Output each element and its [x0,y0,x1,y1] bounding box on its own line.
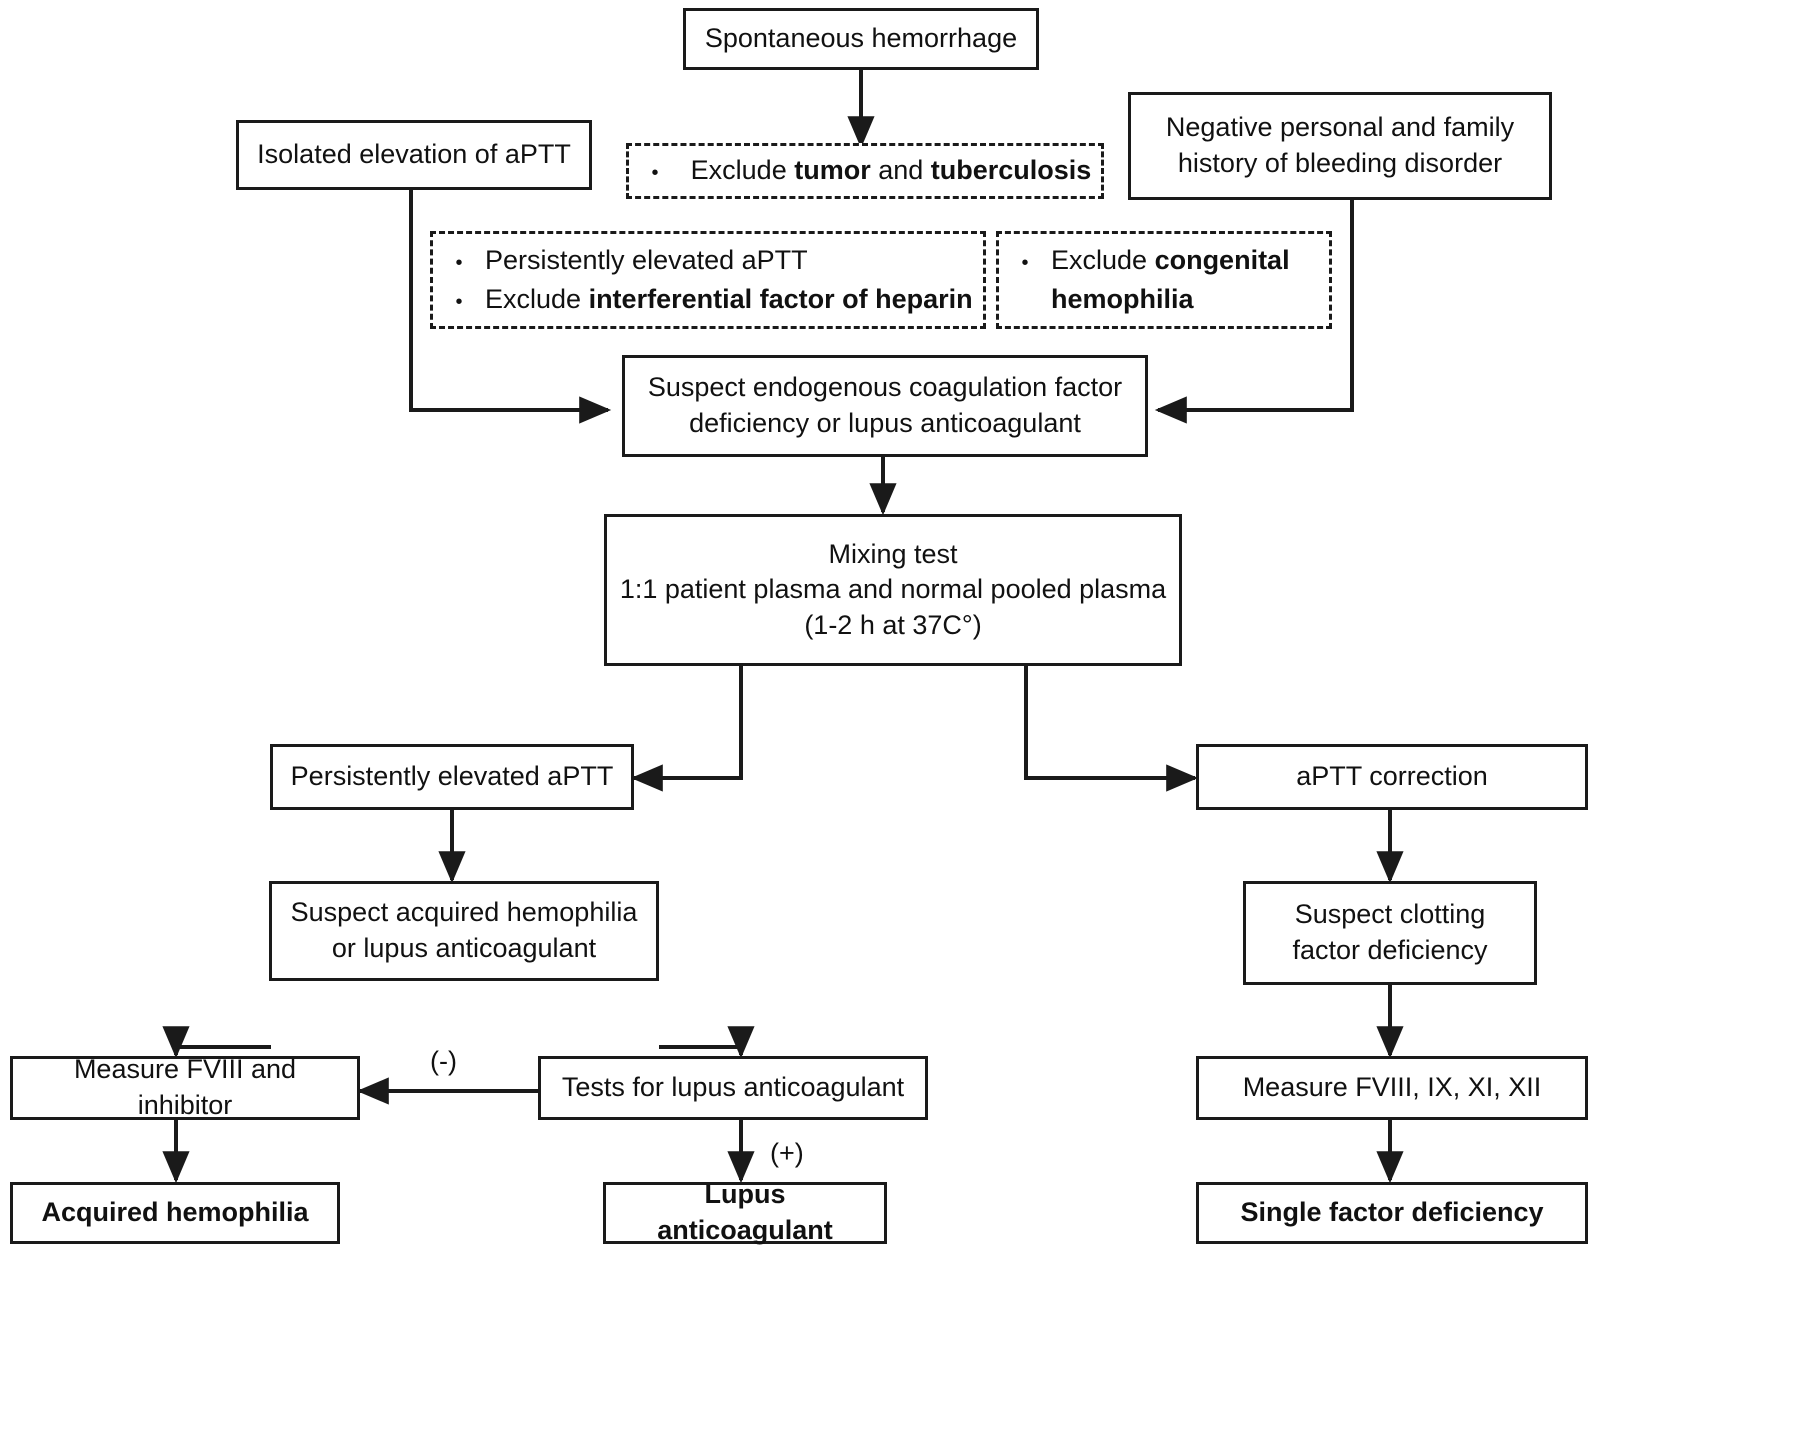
node-label: Spontaneous hemorrhage [704,23,1018,54]
node-label-line2: deficiency or lupus anticoagulant [689,408,1081,438]
note-text: Exclude tumor and tuberculosis [681,153,1101,188]
note-exclude-tumor-tuberculosis[interactable]: • Exclude tumor and tuberculosis [626,143,1104,199]
node-isolated-elevation-aptt[interactable]: Isolated elevation of aPTT [236,120,592,190]
bullet-spacer [999,292,1051,312]
note-bullet-row: • Persistently elevated aPTT [433,241,983,280]
node-label-line1: Mixing test [828,538,958,569]
node-label-line1: Negative personal and family [1165,112,1515,143]
note-bullet-row: hemophilia [999,280,1329,319]
node-label-line3: (1-2 h at 37C°) [804,609,982,640]
node-label-line1: Suspect acquired hemophilia [290,897,638,928]
note-text-bold-heparin: interferential factor of heparin [588,284,973,314]
note-exclude-congenital-hemophilia[interactable]: • Exclude congenital hemophilia [996,231,1332,329]
node-label-line2: 1:1 patient plasma and normal pooled pla… [619,574,1167,605]
node-label-line2: history of bleeding disorder [1177,148,1503,178]
note-text-exclude-congenital-line2: hemophilia [1051,282,1329,317]
edge-label-negative: (-) [430,1046,457,1076]
node-label: aPTT correction [1296,761,1488,792]
node-negative-history[interactable]: Negative personal and family history of … [1128,92,1552,200]
node-suspect-endogenous-coagulation[interactable]: Suspect endogenous coagulation factor de… [622,355,1148,457]
node-persistently-elevated-aptt[interactable]: Persistently elevated aPTT [270,744,634,810]
note-bullet-row: • Exclude congenital [999,241,1329,280]
node-suspect-acquired-hemophilia[interactable]: Suspect acquired hemophilia or lupus ant… [269,881,659,981]
node-lupus-anticoagulant[interactable]: Lupus anticoagulant [603,1179,887,1245]
node-label: Measure FVIII and inhibitor [73,1054,297,1120]
node-label: Lupus anticoagulant [657,1179,833,1245]
note-text-prefix: Exclude [485,284,589,314]
node-suspect-clotting-factor-deficiency[interactable]: Suspect clotting factor deficiency [1243,881,1537,985]
note-bullet-row: • Exclude interferential factor of hepar… [433,280,983,319]
note-bullet-row: • Exclude tumor and tuberculosis [629,151,1101,190]
node-label: Persistently elevated aPTT [290,761,614,792]
note-text-bold-congenital: congenital [1154,244,1290,275]
note-text-exclude-heparin: Exclude interferential factor of heparin [485,282,983,317]
bullet-icon: • [651,162,659,185]
note-text-exclude-congenital: Exclude congenital [1051,243,1329,278]
note-text-bold-tumor: tumor [794,155,871,186]
bullet-icon: • [455,251,463,274]
node-label-line2: or lupus anticoagulant [331,933,597,963]
note-text-bold-tuberculosis: tuberculosis [930,155,1092,186]
bullet-icon: • [455,291,463,313]
node-mixing-test[interactable]: Mixing test 1:1 patient plasma and norma… [604,514,1182,666]
node-spontaneous-hemorrhage[interactable]: Spontaneous hemorrhage [683,8,1039,70]
node-measure-fviii-inhibitor[interactable]: Measure FVIII and inhibitor [10,1054,360,1120]
note-text-persistent-aptt: Persistently elevated aPTT [485,244,808,275]
node-label-line1: Suspect endogenous coagulation factor [647,372,1123,403]
node-label: Tests for lupus anticoagulant [561,1072,905,1103]
node-single-factor-deficiency[interactable]: Single factor deficiency [1196,1182,1588,1244]
node-aptt-correction[interactable]: aPTT correction [1196,744,1588,810]
node-label: Single factor deficiency [1240,1197,1544,1228]
note-text-mid: and [870,155,931,186]
node-label: Measure FVIII, IX, XI, XII [1242,1072,1542,1103]
bullet-icon: • [1021,251,1029,274]
note-text-prefix: Exclude [1051,244,1155,275]
node-measure-factors[interactable]: Measure FVIII, IX, XI, XII [1196,1056,1588,1120]
node-label: Isolated elevation of aPTT [257,139,571,170]
node-label: Acquired hemophilia [41,1197,309,1228]
note-text-prefix: Exclude [690,155,795,186]
node-label-line2: factor deficiency [1292,935,1488,965]
note-aptt-heparin[interactable]: • Persistently elevated aPTT • Exclude i… [430,231,986,329]
node-tests-for-lupus-anticoagulant[interactable]: Tests for lupus anticoagulant [538,1056,928,1120]
note-text-bold-hemophilia: hemophilia [1051,284,1194,314]
edge-label-positive: (+) [770,1138,804,1168]
node-label-line1: Suspect clotting [1294,899,1486,930]
node-acquired-hemophilia[interactable]: Acquired hemophilia [10,1182,340,1244]
